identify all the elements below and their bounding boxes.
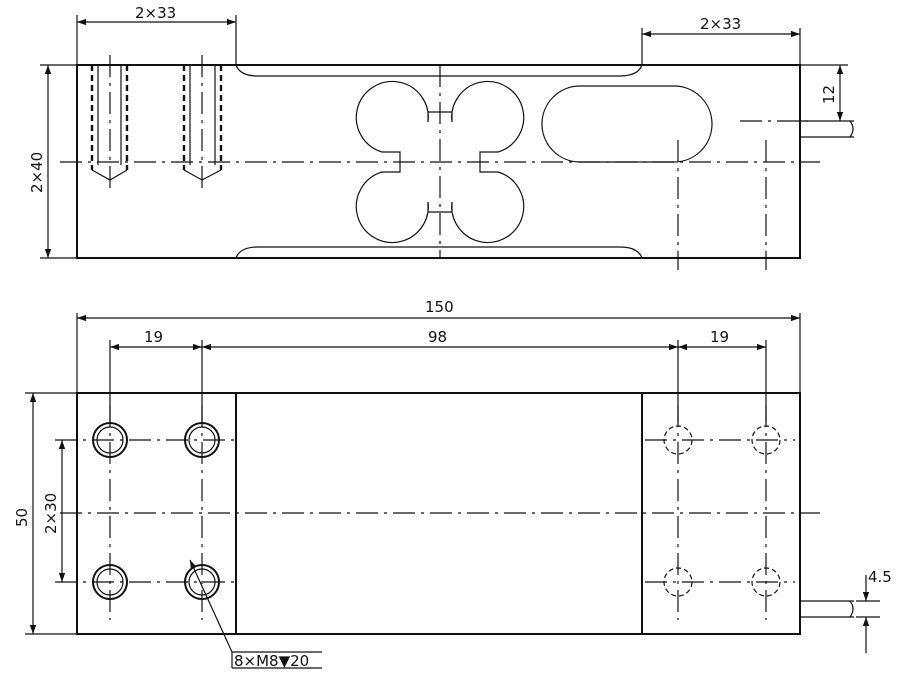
threaded-hole bbox=[751, 425, 781, 455]
dim-right-spacing-label: 19 bbox=[710, 328, 729, 346]
threaded-hole bbox=[92, 564, 128, 600]
dim-hole-spacing-label: 2×30 bbox=[42, 493, 60, 534]
top-view: 2×33 2×33 2×40 12 bbox=[28, 4, 854, 270]
dim-right-top-label: 2×33 bbox=[700, 15, 741, 33]
strain-gauge-clover-cutout bbox=[355, 80, 525, 244]
top-flexure-top bbox=[235, 64, 643, 77]
threaded-hole bbox=[663, 567, 693, 597]
dim-total-length-label: 150 bbox=[425, 298, 454, 316]
top-flexure-bottom bbox=[235, 246, 643, 259]
elongated-slot bbox=[541, 85, 713, 163]
dim-side-label-bottom: 4.5 bbox=[868, 568, 892, 586]
dim-left-top-label: 2×33 bbox=[135, 4, 176, 22]
top-view-outline bbox=[76, 64, 801, 259]
threaded-hole bbox=[184, 564, 220, 600]
dim-height-label-bottom: 50 bbox=[13, 508, 31, 527]
bottom-view: 150 19 98 19 50 2×30 4.5 8×M8▼20 bbox=[13, 298, 892, 670]
dim-left-spacing-label: 19 bbox=[144, 328, 163, 346]
dim-height-label: 2×40 bbox=[28, 152, 46, 193]
threaded-hole bbox=[751, 567, 781, 597]
dim-side-label: 12 bbox=[820, 85, 838, 104]
threaded-hole bbox=[663, 425, 693, 455]
dim-center-spacing-label: 98 bbox=[428, 328, 447, 346]
hole-callout-label: 8×M8▼20 bbox=[234, 652, 309, 670]
